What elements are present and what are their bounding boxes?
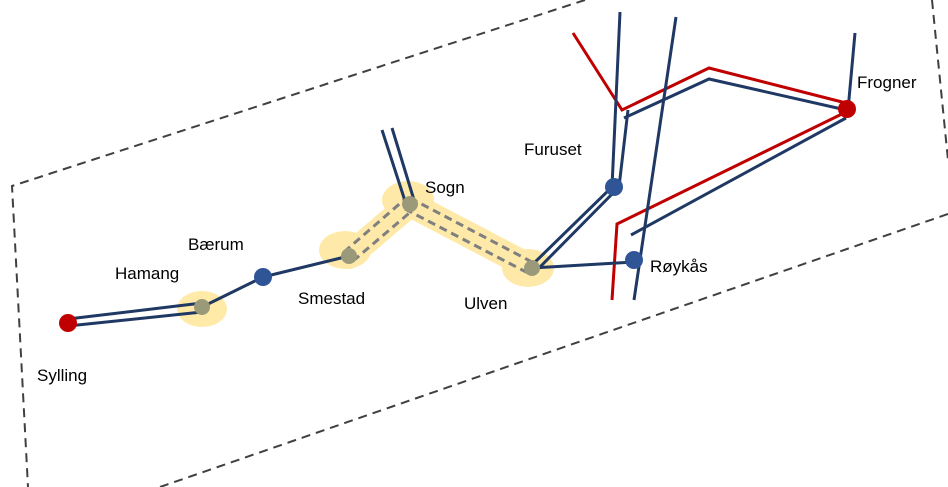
label-baerum: Bærum	[188, 235, 244, 254]
station-labels: Sylling Hamang Bærum Smestad Sogn Ulven …	[37, 73, 917, 385]
label-sylling: Sylling	[37, 366, 87, 385]
boundary-outline-bottom	[159, 213, 948, 487]
node-roykas	[625, 251, 643, 269]
node-baerum	[254, 268, 272, 286]
node-sylling	[59, 314, 77, 332]
label-ulven: Ulven	[464, 294, 507, 313]
label-furuset: Furuset	[524, 140, 582, 159]
blue-lines	[67, 11, 857, 328]
node-ulven	[524, 260, 540, 276]
node-furuset	[605, 178, 623, 196]
node-smestad	[341, 248, 357, 264]
boundary-outline-right	[931, 0, 948, 161]
node-hamang	[194, 299, 210, 315]
label-hamang: Hamang	[115, 264, 179, 283]
station-nodes	[59, 100, 856, 332]
dashed-links	[343, 196, 533, 275]
node-frogner	[838, 100, 856, 118]
label-frogner: Frogner	[857, 73, 917, 92]
label-sogn: Sogn	[425, 178, 465, 197]
node-sogn	[402, 196, 418, 212]
boundary-outline	[10, 0, 586, 487]
label-smestad: Smestad	[298, 289, 365, 308]
label-roykas: Røykås	[650, 257, 708, 276]
